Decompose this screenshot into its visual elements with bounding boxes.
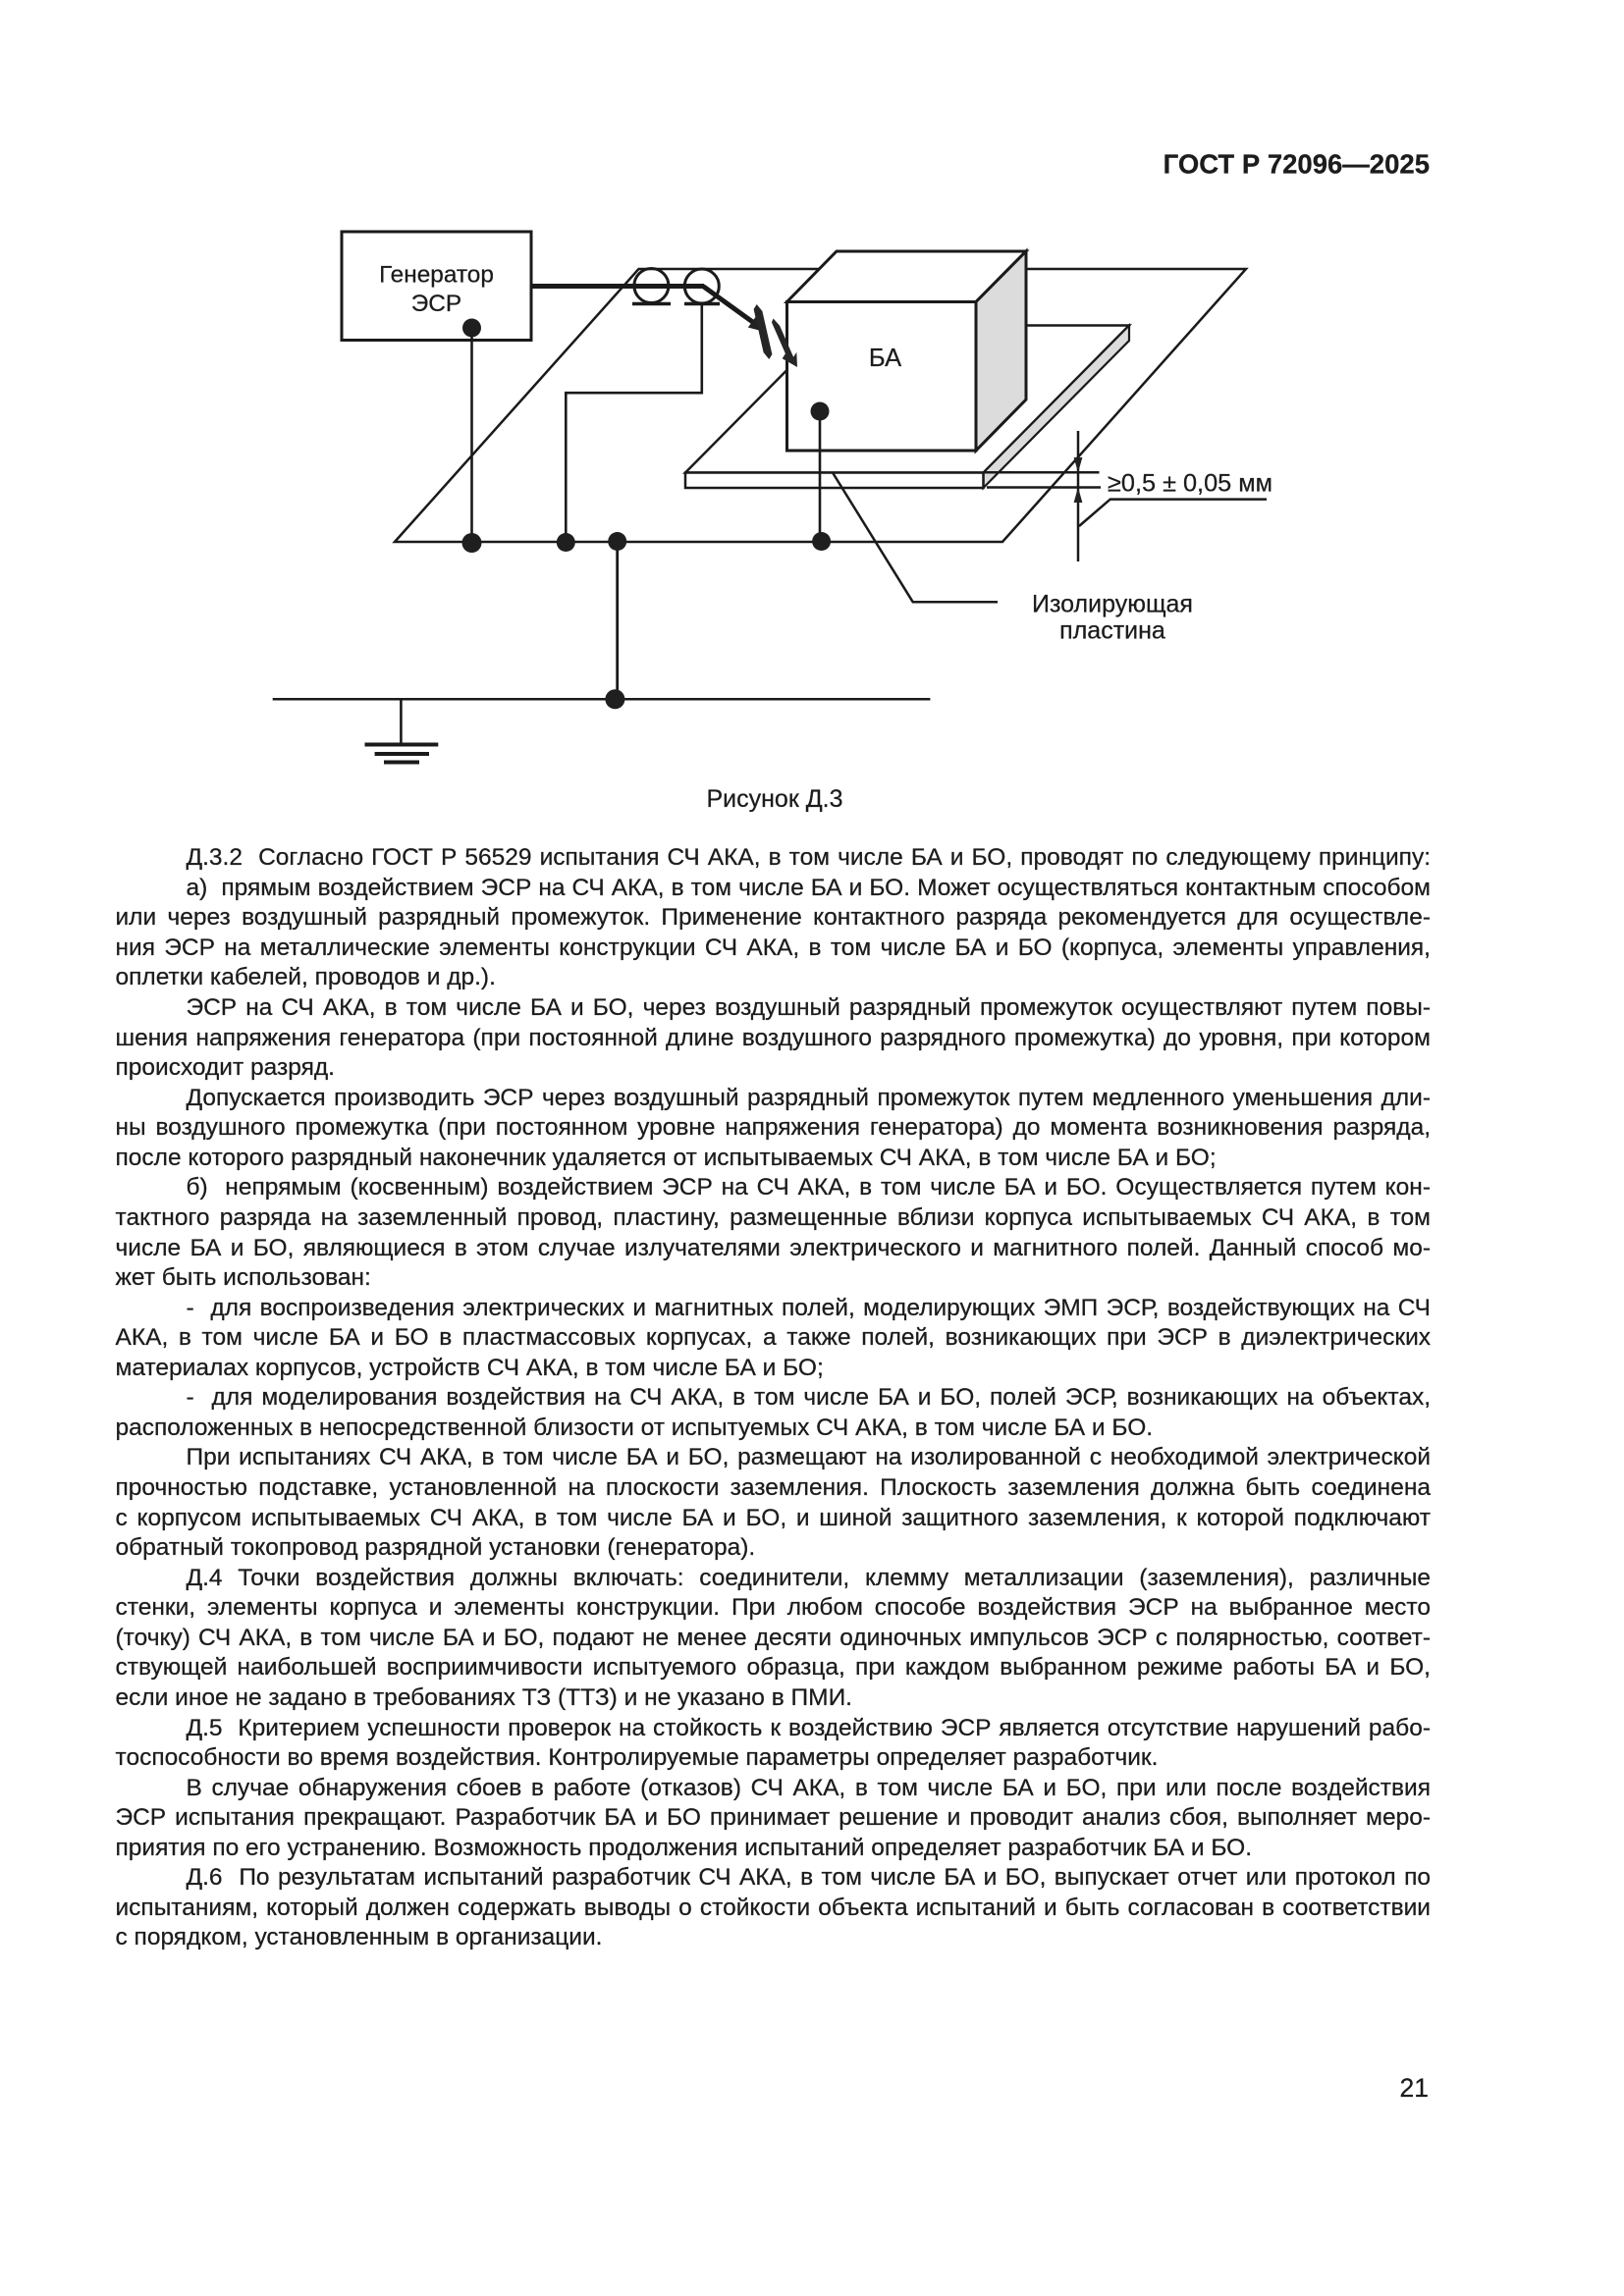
svg-text:БА: БА — [869, 345, 901, 372]
svg-text:Генератор: Генератор — [379, 262, 494, 289]
svg-text:≥0,5 ± 0,05 мм: ≥0,5 ± 0,05 мм — [1108, 470, 1272, 498]
svg-text:21: 21 — [1400, 2073, 1429, 2103]
svg-text:ЭСР: ЭСР — [411, 291, 461, 317]
svg-text:пластина: пластина — [1059, 617, 1165, 645]
svg-text:Изолирующая: Изолирующая — [1032, 591, 1193, 618]
svg-text:ГОСТ Р 72096—2025: ГОСТ Р 72096—2025 — [1164, 149, 1430, 180]
svg-text:Рисунок Д.3: Рисунок Д.3 — [706, 785, 842, 813]
